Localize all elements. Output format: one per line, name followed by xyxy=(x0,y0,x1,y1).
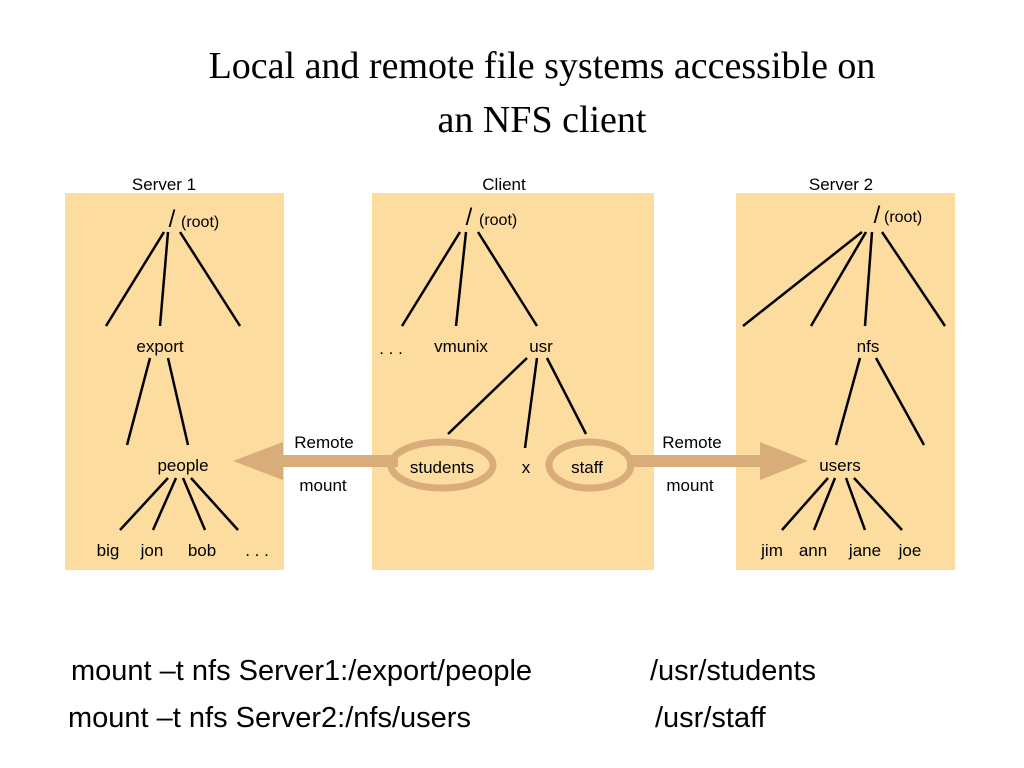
client-label: Client xyxy=(482,175,526,194)
server1-branch-line xyxy=(158,231,170,327)
remote-mount-left-label-line2: mount xyxy=(299,476,347,495)
mount-command-1: mount –t nfs Server1:/export/people xyxy=(71,655,533,687)
server2-branch-line xyxy=(781,477,829,531)
server1-branch-line xyxy=(181,477,207,531)
server2-leaf-jane: jane xyxy=(848,541,881,560)
server2-branch-line xyxy=(874,357,926,446)
remote-mount-left-label-line1: Remote xyxy=(294,433,354,452)
students-highlight-ring xyxy=(387,438,497,492)
server2-branch-line xyxy=(844,477,867,531)
server2-tree-lines xyxy=(742,231,947,531)
server1-branch-line xyxy=(125,357,152,446)
server2-root-slash: / xyxy=(874,202,881,229)
title-line-1: Local and remote file systems accessible… xyxy=(208,45,876,87)
client-branch-line xyxy=(454,231,468,327)
server1-branch-line xyxy=(178,231,242,327)
client-panel xyxy=(372,193,654,570)
server1-branch-line xyxy=(119,477,169,531)
server2-leaf-joe: joe xyxy=(898,541,922,560)
client-branch-line xyxy=(523,357,539,449)
server1-branch-line xyxy=(166,357,190,446)
client-tree-lines xyxy=(400,231,588,449)
server1-branch-line xyxy=(151,477,178,531)
client-branch-line xyxy=(447,357,528,435)
remote-mount-arrow-left xyxy=(233,442,398,480)
server2-branch-line xyxy=(809,231,868,327)
mount-target-2: /usr/staff xyxy=(655,702,766,734)
client-root-slash: / xyxy=(466,204,473,231)
mount-command-2: mount –t nfs Server2:/nfs/users xyxy=(68,702,471,734)
server1-root-label: (root) xyxy=(181,214,219,231)
server1-leaf-jon: jon xyxy=(140,541,164,560)
server1-leaf-bob: bob xyxy=(188,541,216,560)
server2-branch-line xyxy=(742,231,863,327)
client-node-students: students xyxy=(410,458,474,477)
server1-branch-line xyxy=(104,231,166,327)
client-branch-line xyxy=(476,231,539,327)
server2-root-label: (root) xyxy=(884,209,922,226)
server2-node-users: users xyxy=(819,456,861,475)
server2-branch-line xyxy=(834,357,862,446)
server2-leaf-jim: jim xyxy=(760,541,783,560)
server1-branch-line xyxy=(190,477,239,531)
client-node-x: x xyxy=(522,458,531,477)
remote-mount-right-label-line1: Remote xyxy=(662,433,722,452)
server2-panel xyxy=(736,193,955,570)
client-node-usr: usr xyxy=(529,337,553,356)
server1-tree-lines xyxy=(104,231,242,531)
server2-node-nfs: nfs xyxy=(857,337,880,356)
server2-branch-line xyxy=(880,231,947,327)
server2-label: Server 2 xyxy=(809,175,873,194)
server2-branch-line xyxy=(812,477,837,531)
server2-branch-line xyxy=(853,477,903,531)
remote-mount-right-label-line2: mount xyxy=(666,476,714,495)
client-node-ellipsis: . . . xyxy=(379,339,403,358)
client-branch-line xyxy=(545,357,588,435)
server1-node-people: people xyxy=(157,456,208,475)
client-branch-line xyxy=(400,231,462,327)
client-node-staff: staff xyxy=(571,458,603,477)
client-root-label: (root) xyxy=(479,212,517,229)
remote-mount-arrow-right xyxy=(627,442,808,480)
server1-leaf-big: big xyxy=(97,541,120,560)
server1-root-slash: / xyxy=(169,206,176,233)
staff-highlight-ring xyxy=(545,438,635,492)
client-node-vmunix: vmunix xyxy=(434,337,488,356)
server1-node-export: export xyxy=(136,337,184,356)
title-line-2: an NFS client xyxy=(437,99,647,141)
server2-leaf-ann: ann xyxy=(799,541,827,560)
mount-target-1: /usr/students xyxy=(650,655,817,687)
server1-leaf-ellipsis: . . . xyxy=(245,541,269,560)
server2-branch-line xyxy=(863,231,874,327)
server1-label: Server 1 xyxy=(132,175,196,194)
